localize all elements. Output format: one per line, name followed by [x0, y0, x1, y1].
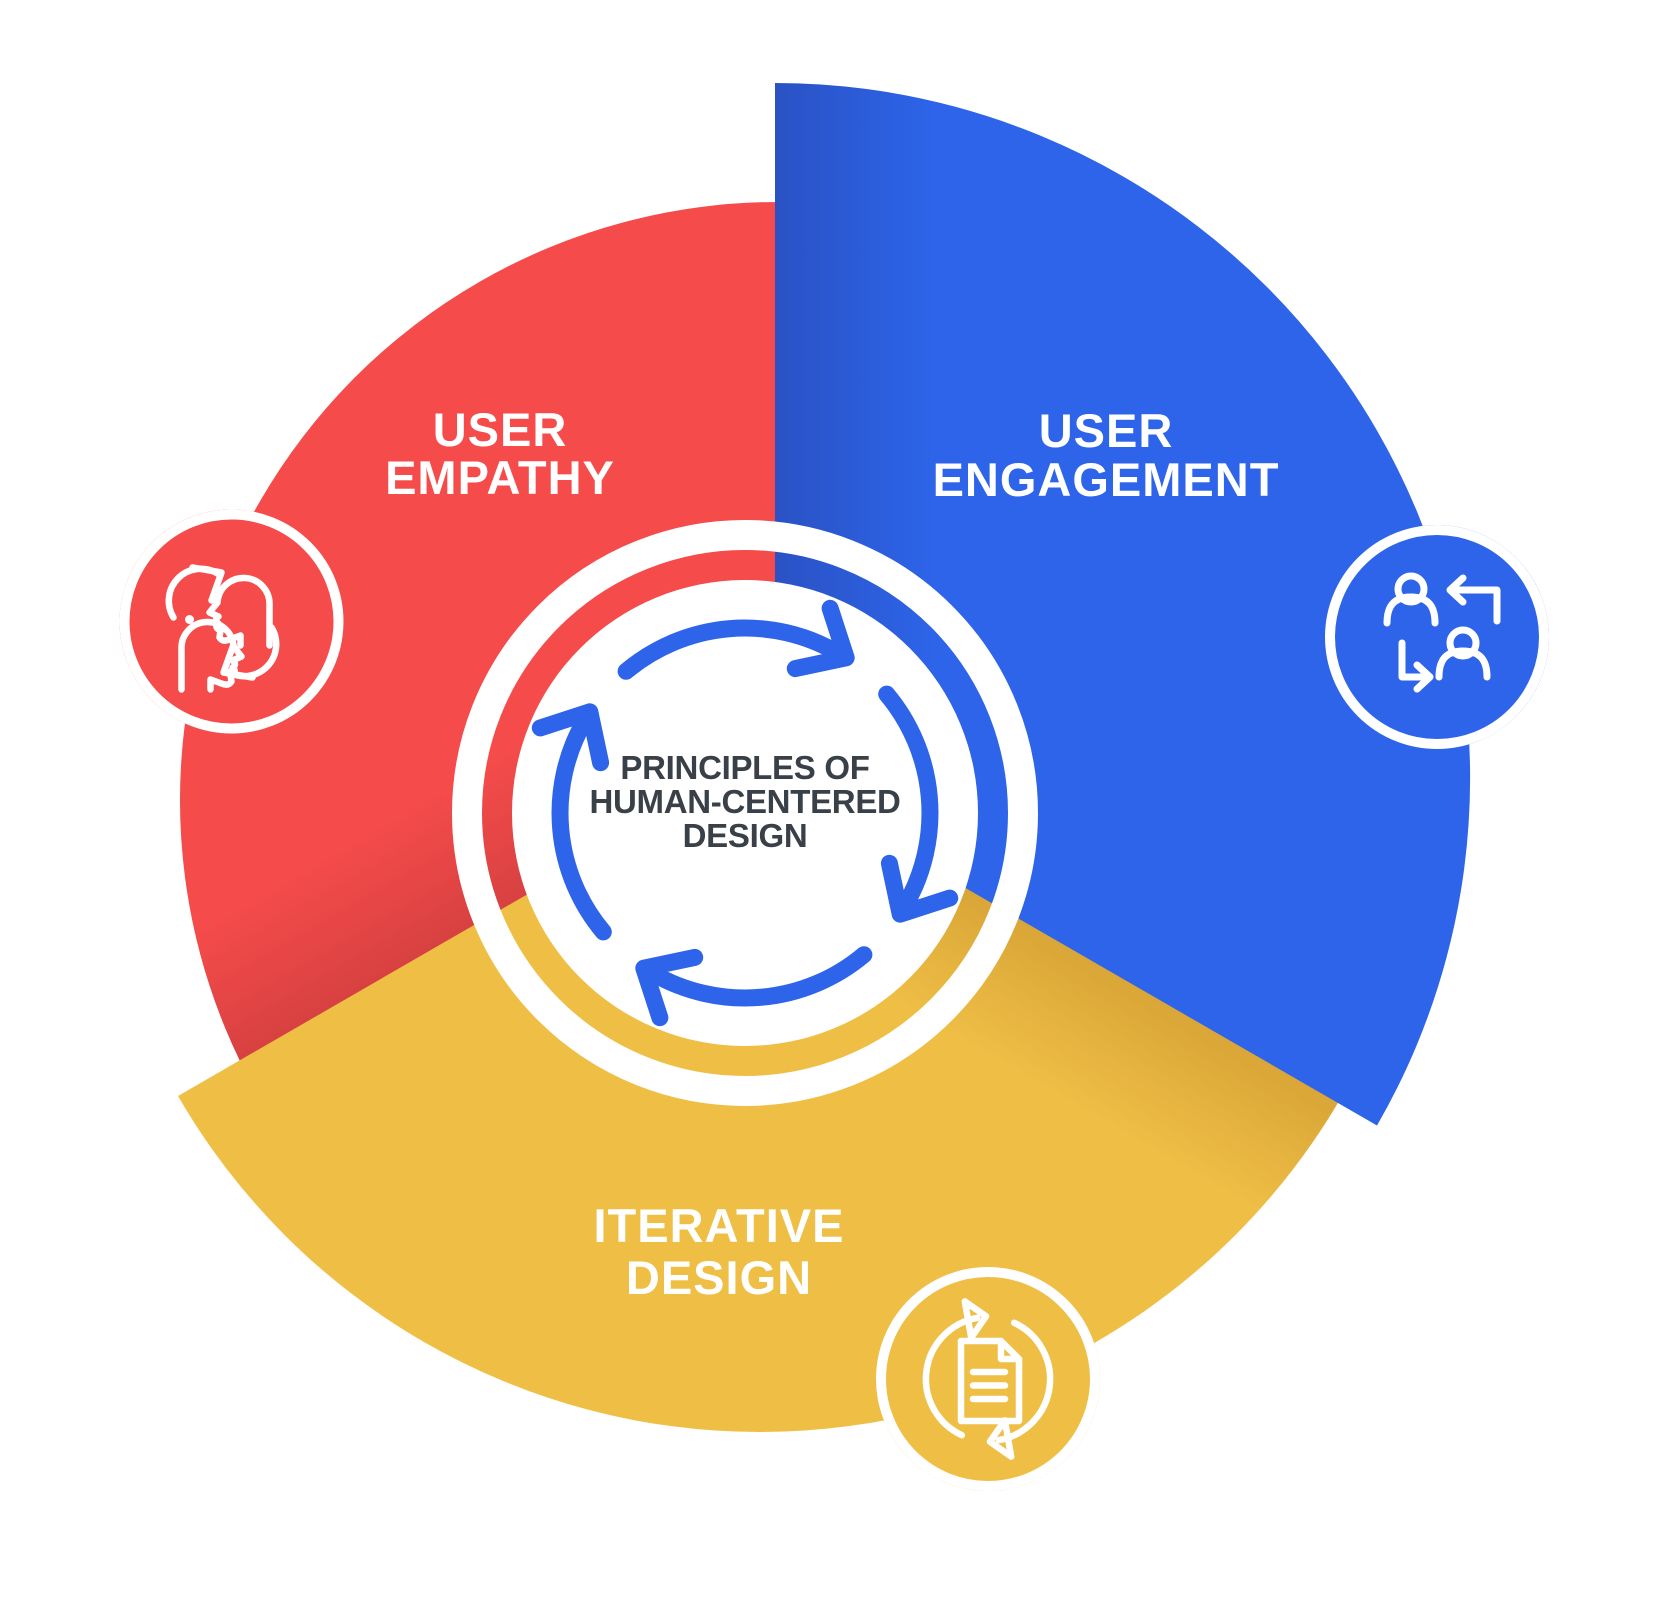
cycle-arc-left: [551, 712, 612, 941]
exchange-arrow-left-head: [1446, 574, 1467, 606]
refresh-arrowhead-bottom: [986, 1417, 1015, 1460]
iterative-badge-ring: [876, 1267, 1100, 1491]
person-shoulders: [1383, 593, 1439, 627]
iterative-icon-badge: [876, 1267, 1100, 1491]
head-profile-lower: [178, 618, 245, 693]
empathy-badge-circle: [119, 509, 344, 734]
label-iterative-design-line1: ITERATIVE: [594, 1199, 845, 1252]
label-user-empathy-line1: USER: [433, 403, 568, 456]
segment-labels: USER EMPATHY USER ENGAGEMENT ITERATIVE D…: [385, 403, 1280, 1304]
cycle-arc-right: [878, 685, 939, 914]
document-refresh-icon: [922, 1298, 1054, 1460]
person-figure-top: [1383, 572, 1439, 627]
engagement-badge-circle: [1325, 525, 1549, 749]
exchange-arrow-right-line: [1398, 639, 1433, 681]
empathy-arrow-bottom-head: [220, 641, 256, 681]
empathy-badge-ring: [119, 509, 344, 734]
center-title-line2: HUMAN-CENTERED: [589, 783, 900, 820]
person-head: [1446, 626, 1480, 660]
exchange-arrow-left-line: [1447, 586, 1501, 625]
person-head: [1394, 572, 1428, 606]
label-user-engagement-line1: USER: [1039, 404, 1174, 457]
refresh-arc-right: [995, 1319, 1054, 1444]
label-iterative-design-line2: DESIGN: [626, 1251, 812, 1304]
empathy-dot: [185, 615, 194, 624]
cycle-arc-bottom: [644, 946, 873, 1007]
cycle-arrowhead-top: [786, 599, 855, 678]
cycle-arrows-icon: [531, 599, 959, 1027]
refresh-arc-left: [922, 1314, 981, 1439]
cycle-arrowhead-right: [880, 854, 959, 923]
refresh-arrowhead-top: [961, 1298, 990, 1341]
head-profile-upper: [206, 574, 273, 649]
engagement-icon-badge: [1325, 525, 1549, 749]
empathy-arrow-top-head: [189, 564, 225, 604]
document-outline: [957, 1337, 1023, 1425]
exchange-arrow-right-head: [1413, 661, 1434, 693]
cycle-arrowhead-left: [531, 703, 610, 772]
empathy-heads-icon: [165, 564, 280, 693]
document-fold-corner: [997, 1337, 1023, 1363]
engagement-badge-ring: [1325, 525, 1549, 749]
person-shoulders: [1435, 647, 1491, 681]
iterative-badge-circle: [876, 1267, 1100, 1491]
label-user-engagement-line2: ENGAGEMENT: [933, 453, 1280, 506]
cycle-arrowhead-bottom: [635, 948, 704, 1027]
center-disc: [512, 580, 978, 1046]
center-outer-ring: [452, 520, 1038, 1106]
center-title: PRINCIPLES OF HUMAN-CENTERED DESIGN: [589, 749, 900, 854]
empathy-icon-badge: [119, 509, 344, 734]
person-figure-bottom: [1435, 626, 1491, 681]
center-title-line1: PRINCIPLES OF: [620, 749, 869, 786]
cycle-arc-top: [617, 619, 846, 680]
people-exchange-icon: [1383, 572, 1501, 693]
center-title-line3: DESIGN: [683, 817, 808, 854]
label-user-empathy-line2: EMPATHY: [385, 451, 615, 504]
